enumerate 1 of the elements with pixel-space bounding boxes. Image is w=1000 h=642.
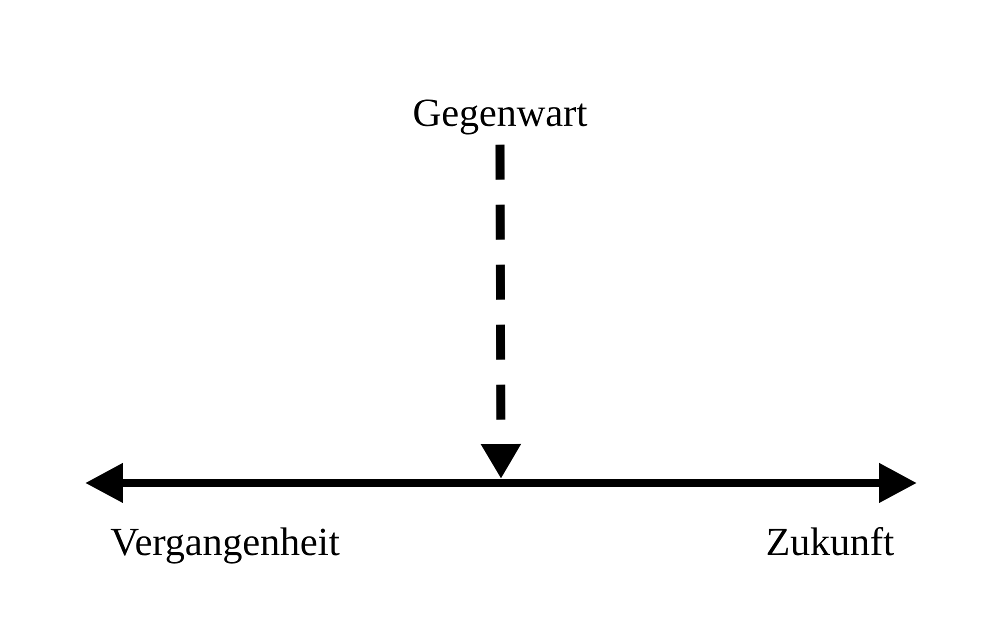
time-label: Gegenwart: [414, 100, 588, 134]
